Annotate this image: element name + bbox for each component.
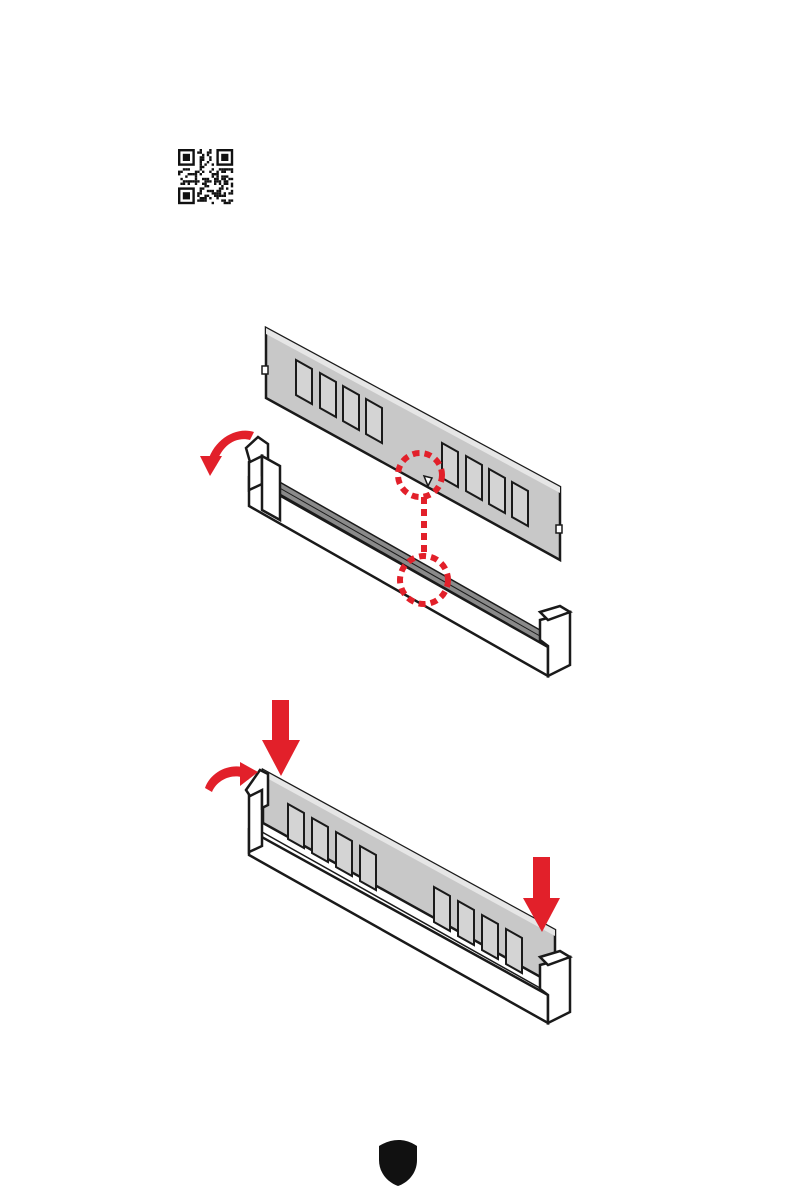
shield-icon bbox=[379, 1140, 417, 1186]
memory-module-insertion bbox=[205, 700, 570, 1023]
press-down-arrow-left-icon bbox=[262, 700, 300, 776]
latch-open-arrow-icon bbox=[200, 431, 254, 476]
qr-code-icon bbox=[178, 149, 233, 204]
memory-module-alignment bbox=[200, 328, 570, 676]
